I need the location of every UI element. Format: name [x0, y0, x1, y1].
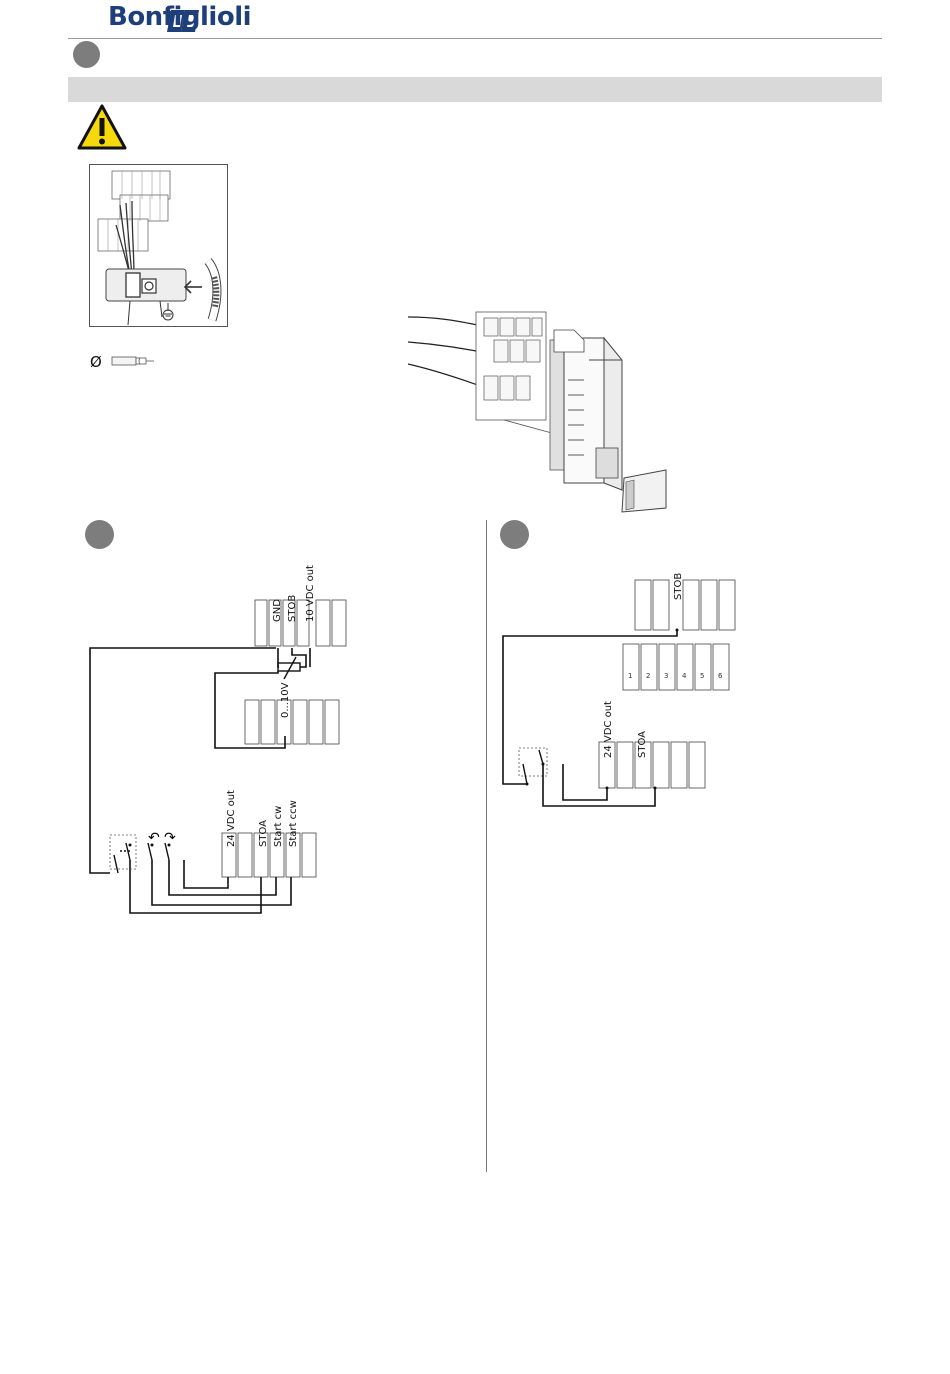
terminal-label-gnd: GND	[272, 599, 283, 622]
diameter-symbol: Ø	[90, 353, 102, 371]
terminal-number-5: 5	[700, 672, 704, 680]
cable-shield-drawing	[90, 165, 227, 326]
terminal-label-stoa-right: STOA	[637, 731, 648, 758]
terminal-label-stoa: STOA	[258, 820, 269, 847]
drive-unit-illustration	[404, 300, 674, 515]
terminal-label-start-ccw: Start ccw	[288, 800, 299, 847]
terminal-label-24vdc-out: 24 VDC out	[226, 790, 237, 847]
terminal-label-start-cw: Start cw	[273, 806, 284, 847]
terminal-label-0-10v: 0...10V	[280, 682, 291, 718]
section-marker	[73, 41, 100, 68]
wire-ferrule-icon	[110, 352, 155, 370]
cable-shield-illustration	[89, 164, 228, 327]
terminal-block-top-right	[635, 580, 735, 630]
terminal-label-stob: STOB	[287, 595, 298, 622]
switch-icons	[114, 843, 169, 873]
arrow-left-icon	[185, 281, 202, 293]
terminal-label-stob-right: STOB	[673, 573, 684, 600]
left-section-marker	[85, 520, 114, 549]
switch-icons-right	[523, 750, 543, 784]
warning-triangle-icon	[77, 104, 127, 150]
terminal-number-3: 3	[664, 672, 668, 680]
terminal-number-6: 6	[718, 672, 723, 680]
terminal-block-bottom-right	[599, 742, 705, 788]
column-divider	[486, 520, 487, 1172]
ground-icon	[163, 303, 173, 320]
section-band	[68, 77, 882, 102]
wiring-diagram-right: STOB 1 2 3 4 5 6 24 VDC out STOA	[495, 560, 755, 810]
terminal-number-1: 1	[628, 672, 632, 680]
rotation-ccw-icon: ↶	[148, 830, 160, 846]
terminal-block-middle-right	[623, 644, 729, 690]
switch-enclosure	[110, 835, 136, 869]
header-rule	[68, 38, 882, 39]
potentiometer-icon	[278, 657, 300, 679]
terminal-block-analog	[245, 700, 339, 744]
terminal-label-10vdc-out: 10 VDC out	[305, 565, 316, 622]
right-section-marker	[500, 520, 529, 549]
terminal-block-top	[255, 600, 346, 646]
brand-name: Bonfiglioli	[108, 2, 251, 32]
rotation-cw-icon: ↷	[164, 830, 176, 846]
terminal-number-4: 4	[682, 672, 687, 680]
terminal-label-24vdc-out-right: 24 VDC out	[603, 701, 614, 758]
terminal-number-2: 2	[646, 672, 650, 680]
wiring-diagram-left: GND STOB 10 VDC out 0...10V 24 VDC out S…	[80, 555, 380, 930]
